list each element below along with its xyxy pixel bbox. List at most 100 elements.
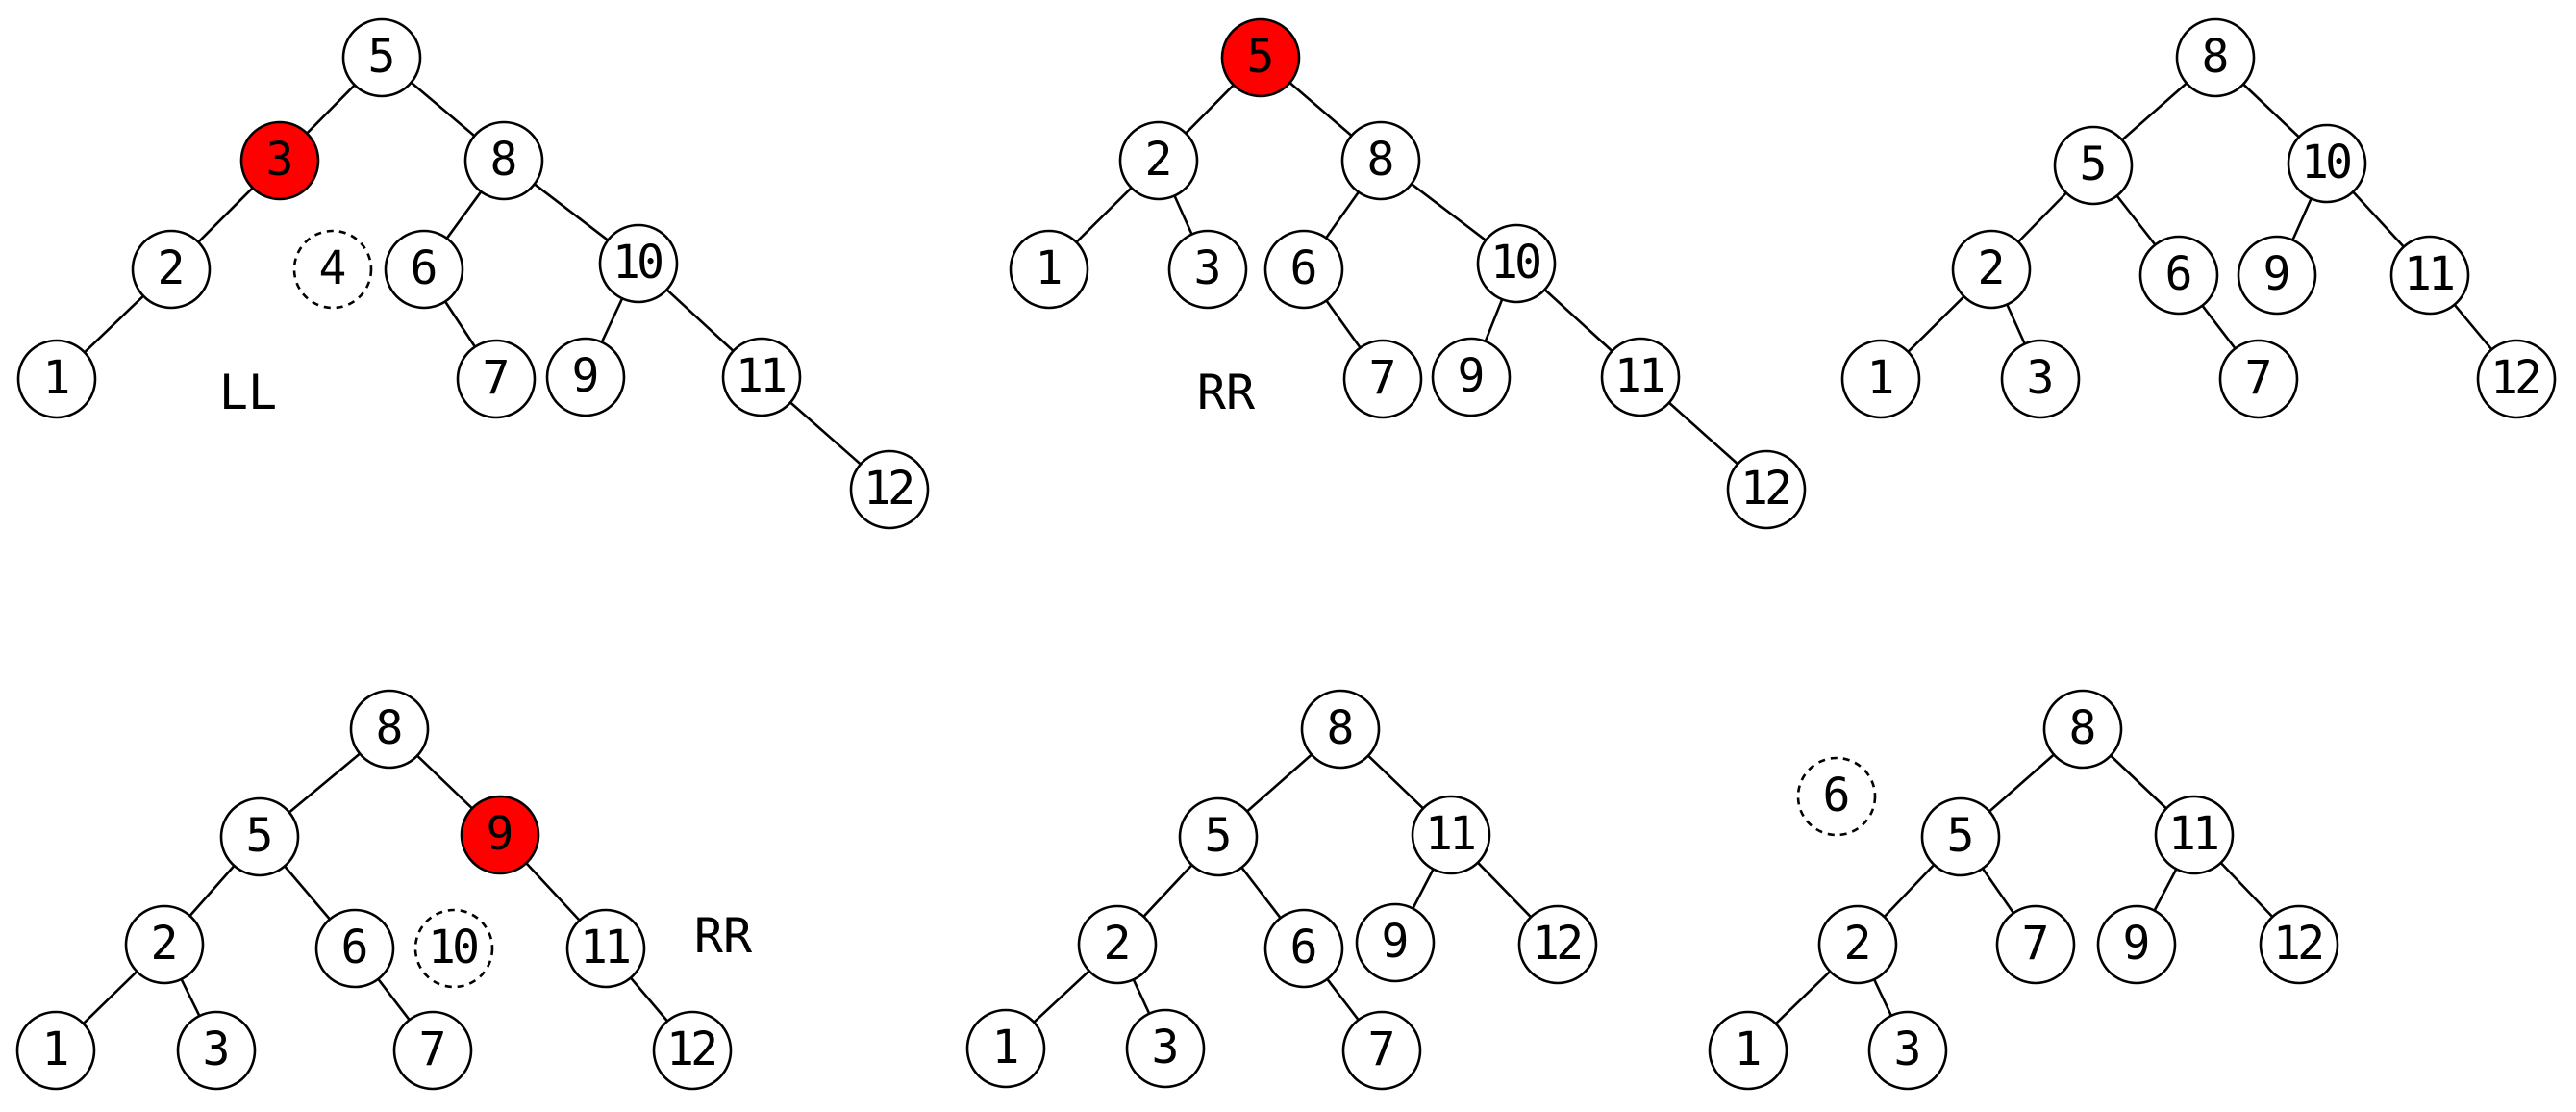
edge-8-10 [2242, 83, 2300, 139]
node-6: 6 [2138, 235, 2219, 316]
node-5: 5 [341, 17, 422, 98]
edge-2-3 [1872, 978, 1893, 1017]
node-2: 2 [1077, 904, 1158, 985]
node-label: 1 [1867, 351, 1895, 405]
node-12: 12 [849, 449, 930, 530]
node-circle [16, 339, 97, 419]
node-8: 8 [349, 689, 430, 770]
node-label: 8 [2202, 30, 2230, 84]
edge-10-9 [1484, 298, 1504, 342]
node-label: 6 [1290, 921, 1318, 974]
rotation-caption: RR [694, 908, 753, 964]
node-7: 7 [2218, 339, 2299, 419]
node-1: 1 [1708, 1010, 1788, 1091]
node-label: 2 [1978, 241, 2006, 295]
edge-8-9 [416, 754, 473, 810]
node-circle [1263, 908, 1344, 989]
node-9: 9 [1431, 337, 1512, 417]
node-3: 3 [2000, 339, 2081, 419]
node-label: 10 [2301, 136, 2353, 190]
edges [1075, 82, 1739, 466]
rotation-caption: LL [219, 365, 277, 420]
edge-5-2 [1185, 84, 1235, 135]
node-7: 7 [1342, 339, 1423, 419]
node-2: 2 [131, 229, 212, 310]
node-circle [2389, 235, 2470, 316]
node-9-highlight: 9 [460, 795, 540, 875]
node-10-deleted: 10 [413, 908, 494, 989]
node-circle [1220, 17, 1301, 98]
node-circle [1009, 229, 1089, 310]
node-label: 11 [1425, 807, 1477, 861]
node-11: 11 [565, 908, 646, 989]
node-circle [1476, 223, 1557, 304]
node-circle [1263, 229, 1344, 310]
node-label: 12 [1740, 462, 1792, 516]
edge-8-5 [288, 752, 362, 814]
node-12: 12 [1517, 904, 1598, 985]
node-circle [2237, 235, 2317, 316]
node-label: 7 [2245, 351, 2273, 405]
edge-5-8 [1288, 82, 1353, 137]
edge-5-2 [1142, 864, 1193, 918]
edge-8-5 [1988, 753, 2055, 813]
edge-11-12 [1476, 861, 1533, 919]
node-label: 2 [1104, 917, 1132, 971]
edge-2-1 [1774, 970, 1832, 1025]
edge-2-3 [1132, 978, 1151, 1015]
node-circle [392, 1010, 473, 1091]
node-circle [2096, 904, 2177, 985]
edge-5-2 [188, 865, 236, 917]
node-label: 8 [376, 701, 404, 755]
node-circle [2154, 795, 2235, 875]
edge-8-11 [1367, 754, 1424, 810]
node-circle [1995, 904, 2076, 985]
node-circle [2476, 339, 2557, 419]
node-3: 3 [1167, 229, 1248, 310]
edge-10-11 [2352, 190, 2405, 248]
node-5-highlight: 5 [1220, 17, 1301, 98]
node-label: 3 [1152, 1021, 1180, 1074]
node-label: 10 [613, 236, 664, 290]
node-label: 11 [2168, 807, 2220, 861]
node-circle [1796, 756, 1877, 837]
edge-11-12 [1667, 401, 1739, 466]
node-circle [131, 229, 212, 310]
edge-11-12 [2453, 303, 2493, 351]
node-8: 8 [1300, 689, 1381, 770]
node-circle [1411, 795, 1491, 875]
node-circle [1600, 337, 1681, 417]
edge-5-2 [1883, 864, 1936, 918]
node-circle [1342, 339, 1423, 419]
edge-11-12 [789, 401, 862, 466]
node-label: 8 [1367, 133, 1395, 187]
edge-2-1 [1907, 295, 1965, 353]
node-12: 12 [652, 1010, 733, 1091]
node-label: 11 [580, 921, 632, 974]
edge-11-12 [2219, 862, 2274, 918]
edge-2-3 [2006, 303, 2026, 345]
node-label: 1 [43, 351, 71, 405]
node-7: 7 [392, 1010, 473, 1091]
node-11: 11 [1411, 795, 1491, 875]
node-12: 12 [2476, 339, 2557, 419]
node-4-deleted: 4 [292, 229, 373, 310]
node-circle [2175, 17, 2256, 98]
node-label: 1 [1036, 241, 1063, 295]
node-label: 3 [1194, 241, 1222, 295]
node-2: 2 [1118, 120, 1199, 201]
node-circle [1355, 902, 1436, 983]
node-label: 3 [266, 133, 294, 187]
edges [1033, 753, 1533, 1024]
node-circle [2218, 339, 2299, 419]
edge-5-7 [1981, 868, 2015, 914]
node-3: 3 [1125, 1008, 1206, 1089]
node-11: 11 [2389, 235, 2470, 316]
node-label: 11 [736, 349, 788, 403]
node-circle [15, 1010, 96, 1091]
node-circle [2000, 339, 2081, 419]
node-circle [460, 795, 540, 875]
edge-8-5 [2121, 82, 2188, 141]
